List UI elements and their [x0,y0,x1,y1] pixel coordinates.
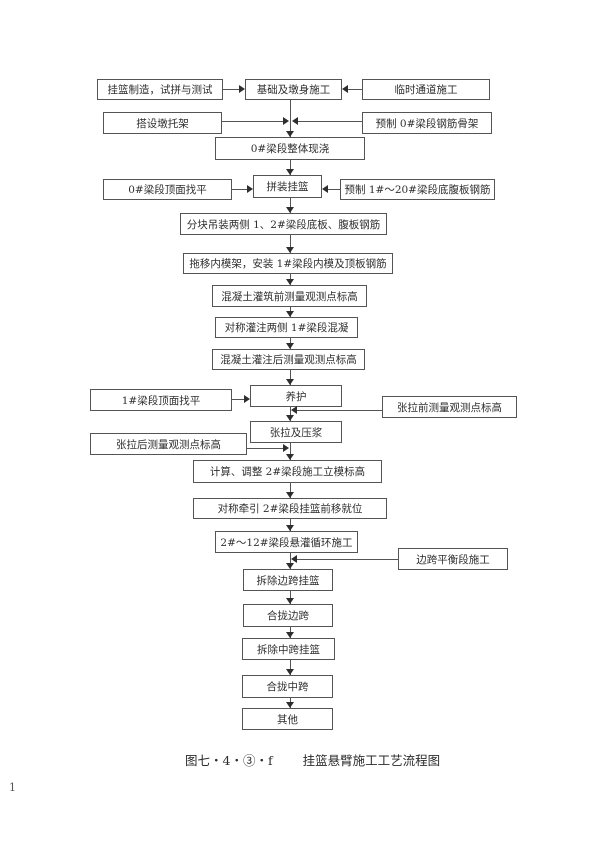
arrow-down-icon [286,415,294,421]
arrow-down-icon [286,207,294,213]
arrow-down-icon [286,169,294,175]
box-block-hoisting: 分块吊装两侧 1、2#梁段底板、腹板钢筋 [180,213,387,235]
arrow-down-icon [286,279,294,285]
box-calc-adjust-formwork: 计算、调整 2#梁段施工立模标高 [193,460,382,483]
box-side-span-balance: 边跨平衡段施工 [398,548,508,570]
arrow-down-icon [286,247,294,253]
arrow-down-icon [286,702,294,708]
arrow-right-icon [283,117,289,125]
connector-hline [348,89,362,90]
connector-vline [290,591,291,604]
box-remove-side-basket: 拆除边跨挂篮 [243,569,333,591]
box-segment1-leveling: 1#梁段顶面找平 [90,389,232,411]
arrow-left-icon [322,185,328,193]
connector-hline [232,189,247,190]
box-segment0-leveling: 0#梁段顶面找平 [103,179,232,200]
arrow-down-icon [286,669,294,675]
arrow-right-icon [244,395,250,403]
box-survey-before-pour: 混凝土灌筑前测量观测点标高 [212,285,367,307]
arrow-down-icon [286,454,294,460]
box-close-side-span: 合拢边跨 [243,604,333,627]
box-tension-grouting: 张拉及压浆 [250,421,342,443]
box-foundation-pier: 基础及墩身施工 [245,79,342,100]
box-close-mid-span: 合拢中跨 [242,675,333,698]
connector-hline [297,410,383,411]
box-cantilever-cycle: 2#～12#梁段悬灌循环施工 [215,531,358,553]
arrow-left-icon [291,406,297,414]
box-remove-mid-basket: 拆除中跨挂篮 [242,638,335,660]
arrow-left-icon [291,555,297,563]
connector-vline [290,370,291,385]
connector-hline [297,559,398,560]
connector-hline [328,189,340,190]
connector-vline [290,483,291,498]
connector-vline [290,198,291,213]
box-assemble-basket: 拼装挂篮 [253,175,322,198]
connector-vline [290,443,291,460]
connector-vline [290,160,291,175]
box-others: 其他 [242,708,333,730]
box-survey-after-tension: 张拉后测量观测点标高 [90,433,247,455]
box-prefab-0-rebar: 预制 0#梁段钢筋骨架 [362,112,492,134]
box-traction-move-basket: 对称牵引 2#梁段挂篮前移就位 [193,498,387,519]
arrow-down-icon [286,632,294,638]
connector-vline [290,553,291,569]
connector-vline [290,407,291,421]
arrow-down-icon [286,525,294,531]
arrow-down-icon [286,598,294,604]
arrow-left-icon [292,117,298,125]
figure-number: 图七・4・③・f [185,753,273,768]
box-temporary-passage: 临时通道施工 [362,79,490,100]
arrow-left-icon [342,85,348,93]
box-segment0-cast: 0#梁段整体现浇 [215,137,365,160]
connector-vline [290,100,291,137]
page-number: 1 [9,781,16,794]
arrow-right-icon [247,185,253,193]
arrow-down-icon [286,492,294,498]
figure-caption: 图七・4・③・f 挂篮悬臂施工工艺流程图 [185,750,440,769]
box-prefab-1-20-rebar: 预制 1#～20#梁段底腹板钢筋 [340,179,495,200]
arrow-right-icon [239,85,245,93]
arrow-right-icon [283,444,289,452]
box-pier-bracket: 搭设墩托架 [103,112,222,134]
connector-vline [290,235,291,253]
box-inner-form-install: 拖移内模架，安装 1#梁段内模及顶板钢筋 [183,253,393,274]
box-symmetric-pour: 对称灌注两侧 1#梁段混凝 [215,317,358,338]
connector-hline [232,399,244,400]
connector-hline [223,89,239,90]
box-survey-after-pour: 混凝土灌注后测量观测点标高 [212,349,365,370]
arrow-down-icon [286,379,294,385]
figure-title: 挂篮悬臂施工工艺流程图 [302,753,441,768]
arrow-down-icon [286,343,294,349]
connector-hline [222,121,284,122]
box-basket-manufacture: 挂篮制造，试拼与测试 [97,79,223,100]
arrow-down-icon [286,311,294,317]
box-curing: 养护 [250,385,342,407]
box-survey-before-tension: 张拉前测量观测点标高 [382,396,517,418]
connector-vline [290,660,291,675]
connector-hline [247,448,283,449]
arrow-down-icon [286,131,294,137]
arrow-down-icon [286,563,294,569]
connector-hline [296,121,362,122]
